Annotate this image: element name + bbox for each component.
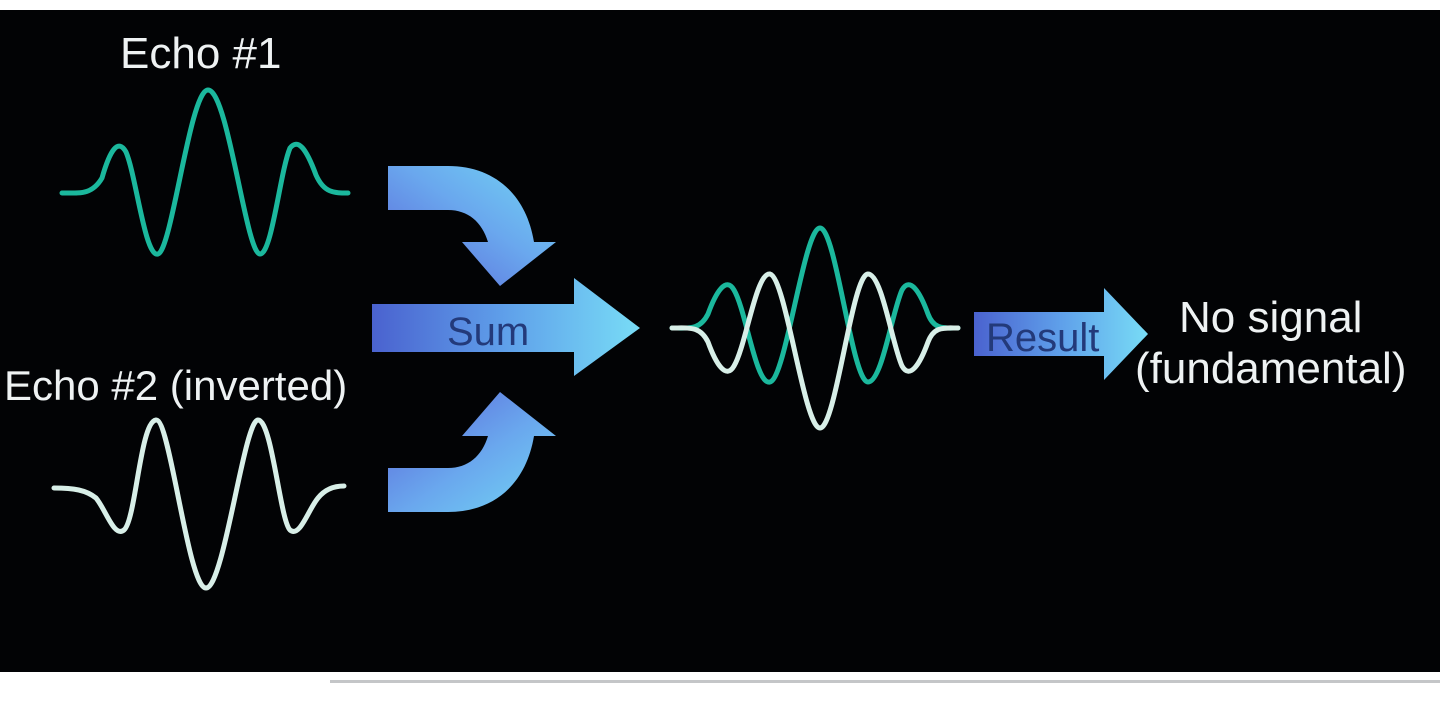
echo1-label: Echo #1 — [120, 29, 282, 78]
outcome-line1: No signal — [1179, 293, 1363, 342]
sum-arrow-label: Sum — [447, 310, 530, 354]
summed-echo1-waveform — [669, 225, 961, 385]
result-arrow — [974, 288, 1148, 380]
echo1-waveform — [59, 87, 351, 257]
curved-arrow-down — [388, 166, 556, 286]
outcome-line2: (fundamental) — [1135, 343, 1407, 393]
summed-echo2-waveform — [669, 271, 961, 431]
result-arrow-label: Result — [986, 316, 1100, 360]
echo2-label: Echo #2 (inverted) — [4, 362, 348, 409]
curved-arrow-up — [388, 392, 556, 512]
diagram-canvas — [51, 87, 1148, 591]
echo2-waveform — [51, 417, 347, 591]
echo-summation-diagram: Echo #1 Echo #2 (inverted) Sum Result No… — [0, 10, 1440, 672]
bottom-divider — [330, 680, 1440, 683]
sum-arrow — [372, 278, 640, 376]
outcome-text: No signal (fundamental) — [1135, 293, 1406, 394]
